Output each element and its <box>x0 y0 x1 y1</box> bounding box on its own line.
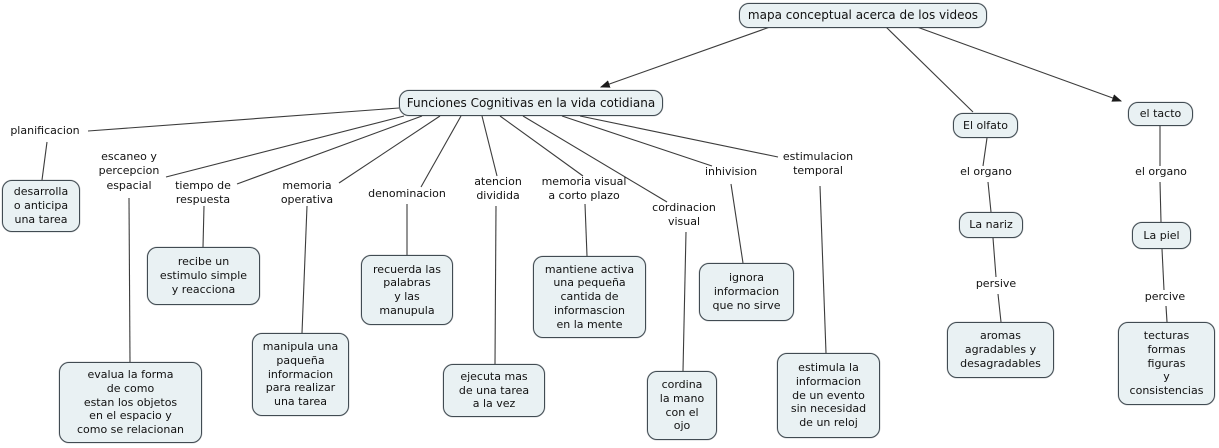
connector-line <box>1161 248 1165 291</box>
node-ejecuta-tareas[interactable]: ejecuta mas de una tarea a la vez <box>443 364 545 417</box>
connector-line <box>494 205 497 365</box>
connector-line <box>499 115 584 177</box>
node-el-tacto[interactable]: el tacto <box>1128 102 1193 126</box>
connector-line <box>599 26 771 88</box>
connector-line <box>579 115 779 158</box>
node-el-olfato[interactable]: El olfato <box>953 113 1018 138</box>
connector-line <box>87 107 400 132</box>
connector-line <box>202 205 205 248</box>
connector-line <box>1165 305 1168 323</box>
node-root[interactable]: mapa conceptual acerca de los videos <box>739 3 987 28</box>
connector-line <box>885 26 974 113</box>
label-estimulacion-temporal[interactable]: estimulacion temporal <box>782 150 854 178</box>
connector-line <box>682 231 687 372</box>
node-ignora-informacion[interactable]: ignora informacion que no sirve <box>699 263 794 321</box>
node-tecturas[interactable]: tecturas formas figuras y consistencias <box>1118 322 1215 405</box>
label-persive[interactable]: persive <box>975 277 1017 290</box>
label-cordinacion-visual[interactable]: cordinacion visual <box>652 201 716 229</box>
connector-line <box>236 115 423 185</box>
connector-line <box>997 293 1002 323</box>
connector-line <box>1159 181 1162 223</box>
node-manipula-informacion[interactable]: manipula una paqueña informacion para re… <box>252 333 349 416</box>
connector-line <box>41 141 48 181</box>
connector-line <box>987 181 992 213</box>
label-tiempo-respuesta[interactable]: tiempo de respuesta <box>175 179 231 207</box>
node-recibe-estimulo[interactable]: recibe un estimulo simple y reacciona <box>147 247 260 305</box>
connector-line <box>420 115 462 188</box>
connector-line <box>584 203 588 257</box>
connector-line <box>128 197 131 363</box>
connector-line <box>561 115 713 167</box>
connector-line <box>982 137 988 167</box>
label-el-organo-olfato[interactable]: el organo <box>960 165 1012 178</box>
connector-line <box>730 183 744 264</box>
node-recuerda-palabras[interactable]: recuerda las palabras y las manupula <box>361 255 453 325</box>
label-el-organo-tacto[interactable]: el organo <box>1135 165 1187 178</box>
node-aromas[interactable]: aromas agradables y desagradables <box>947 322 1054 378</box>
connector-line <box>165 115 405 178</box>
connector-line <box>338 115 441 184</box>
connector-line <box>522 115 668 203</box>
node-mantiene-activa[interactable]: mantiene activa una pequeña cantida de i… <box>533 256 646 338</box>
label-inhivision[interactable]: inhivision <box>704 165 758 178</box>
label-percive[interactable]: percive <box>1144 290 1186 303</box>
node-funciones-cognitivas[interactable]: Funciones Cognitivas en la vida cotidian… <box>399 90 663 116</box>
node-la-nariz[interactable]: La nariz <box>959 212 1023 238</box>
connector-line <box>481 115 498 177</box>
label-planificacion[interactable]: planificacion <box>10 124 80 137</box>
connector-line <box>992 237 997 278</box>
node-la-piel[interactable]: La piel <box>1132 222 1191 249</box>
connector-line <box>301 205 308 334</box>
label-memoria-visual[interactable]: memoria visual a corto plazo <box>541 175 627 203</box>
label-denominacion[interactable]: denominacion <box>368 187 446 200</box>
node-estimula-evento[interactable]: estimula la informacion de un evento sin… <box>777 353 880 438</box>
label-atencion-dividida[interactable]: atencion dividida <box>474 175 522 203</box>
label-memoria-operativa[interactable]: memoria operativa <box>280 179 334 207</box>
label-escaneo-percepcion[interactable]: escaneo y percepcion espacial <box>98 150 160 192</box>
node-cordina-mano-ojo[interactable]: cordina la mano con el ojo <box>647 371 717 440</box>
node-desarrolla-anticipa[interactable]: desarrolla o anticipa una tarea <box>2 180 80 232</box>
connector-line <box>819 185 827 354</box>
node-evalua-objetos[interactable]: evalua la forma de como estan los objeto… <box>59 362 202 443</box>
connector-line <box>916 26 1123 102</box>
